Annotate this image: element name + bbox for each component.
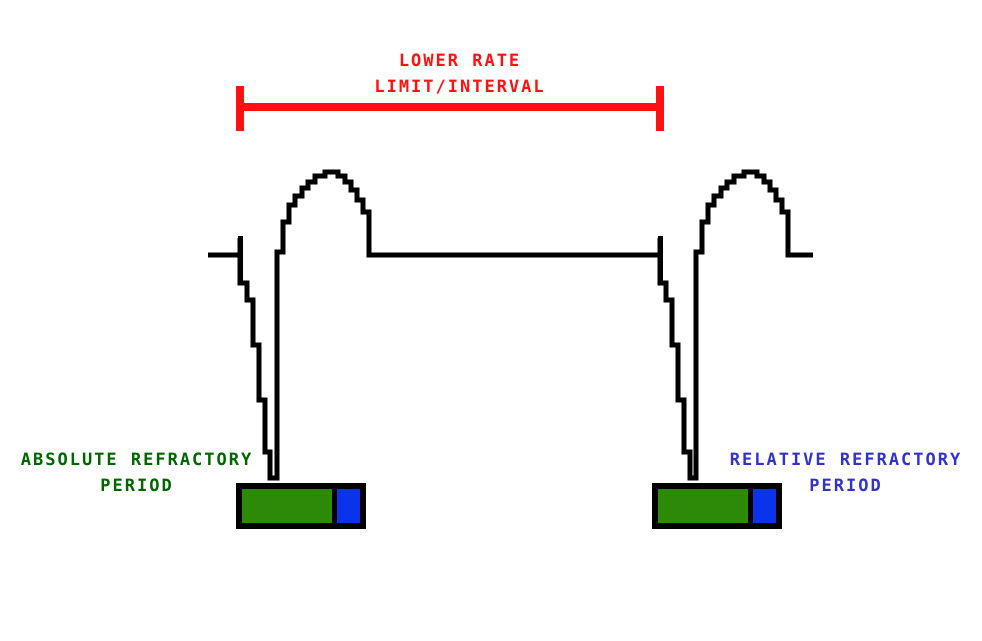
- left-refractory-bar: [236, 483, 366, 529]
- pacing-spike-right: [658, 236, 663, 285]
- lower-rate-limit-bracket: [236, 86, 664, 131]
- left-relative-refractory-segment: [337, 489, 360, 523]
- right-refractory-bar: [652, 483, 782, 529]
- bracket-left-tick: [236, 86, 244, 131]
- absolute-refractory-period-label: ABSOLUTE REFRACTORY PERIOD: [20, 450, 254, 496]
- left-absolute-refractory-segment: [242, 489, 333, 523]
- bracket-right-tick: [656, 86, 664, 131]
- lower-rate-limit-label: LOWER RATE LIMIT/INTERVAL: [374, 51, 546, 97]
- right-relative-refractory-segment: [753, 489, 776, 523]
- pacing-spike-left: [238, 236, 243, 285]
- ecg-trace-path: [208, 169, 813, 481]
- relative-refractory-period-label: RELATIVE REFRACTORY PERIOD: [729, 450, 963, 496]
- right-absolute-refractory-segment: [658, 489, 749, 523]
- bracket-horizontal-line: [239, 103, 661, 111]
- ecg-trace: [208, 169, 813, 481]
